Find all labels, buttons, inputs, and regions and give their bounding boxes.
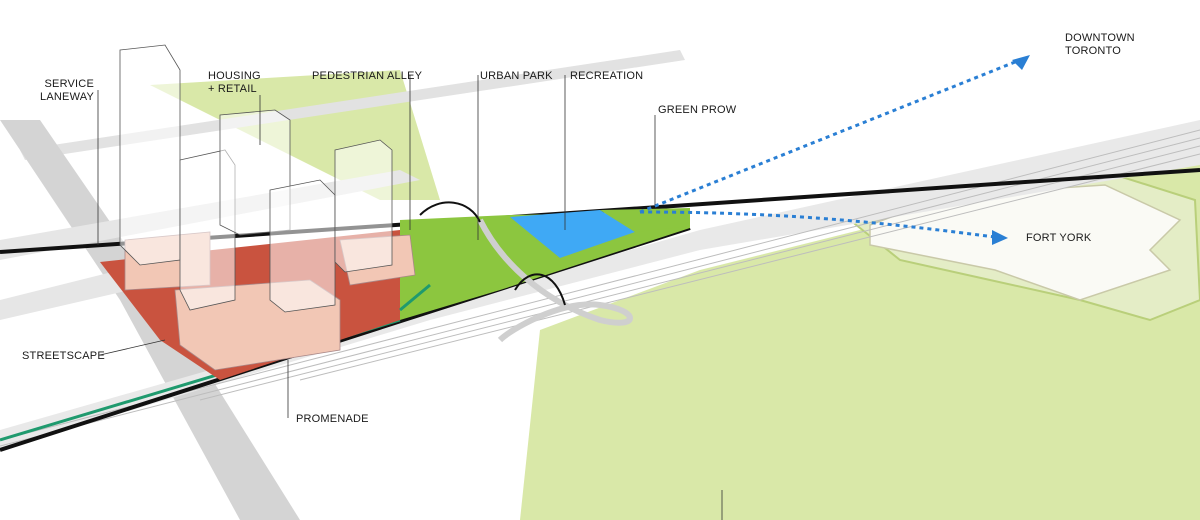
- urban-park-deck: [400, 212, 690, 320]
- pedestrian-bridge: [477, 218, 633, 343]
- label-promenade: PROMENADE: [296, 413, 369, 425]
- label-urban-park: URBAN PARK: [480, 70, 553, 82]
- recreation-field: [510, 210, 635, 258]
- label-green-prow: GREEN PROW: [658, 104, 737, 116]
- label-streetscape: STREETSCAPE: [22, 350, 105, 362]
- rail-corridor: [0, 120, 1200, 450]
- label-pedestrian-alley: PEDESTRIAN ALLEY: [312, 70, 423, 82]
- left-street: [0, 270, 130, 320]
- arrow-head-fort-york: [992, 230, 1008, 245]
- park-path-arrow: [399, 283, 431, 312]
- towers: [119, 44, 393, 313]
- label-recreation: RECREATION: [570, 70, 644, 82]
- arrow-head-downtown: [1012, 55, 1030, 70]
- bridge-arch-1: [419, 201, 481, 223]
- bridge-arch-2: [514, 273, 566, 306]
- north-road: [20, 50, 685, 160]
- view-arrows: [639, 58, 1021, 239]
- leader-lines: [97, 75, 723, 520]
- label-fort-york: FORT YORK: [1026, 232, 1092, 244]
- green-prow: [600, 208, 690, 232]
- label-housing-retail: HOUSING+ RETAIL: [208, 70, 261, 95]
